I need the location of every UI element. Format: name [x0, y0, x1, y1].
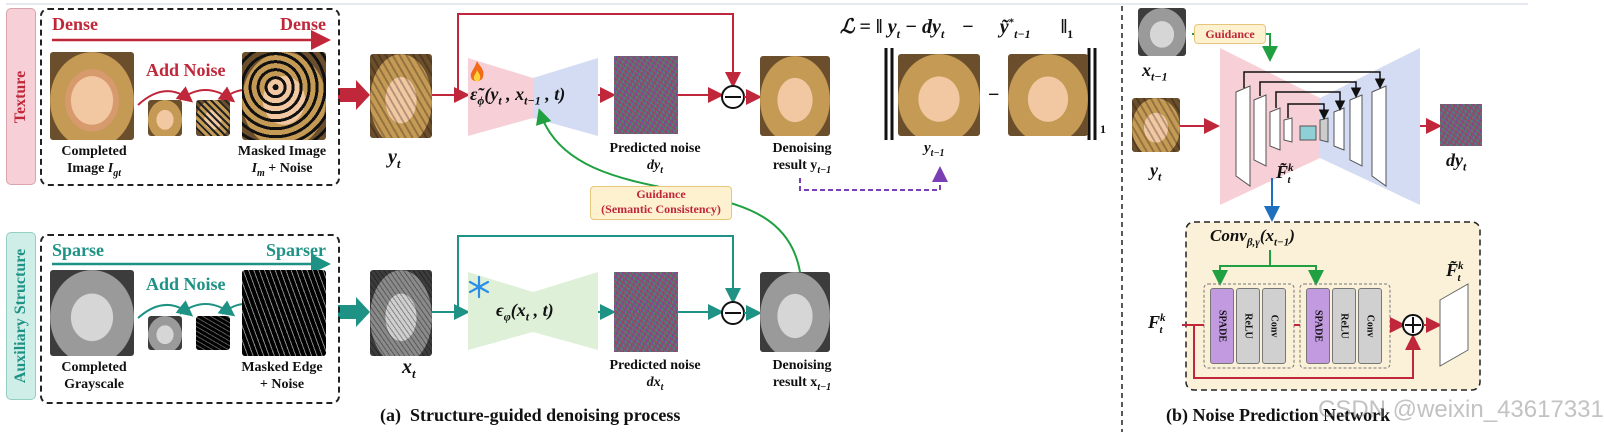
texture-predicted-noise — [614, 56, 678, 134]
structure-network-label: ϵφ(xt , t) — [496, 300, 554, 324]
completed-image-caption: Completed Image Igt — [61, 144, 127, 179]
caption-b: (b) Noise Prediction Network — [1166, 405, 1391, 425]
spade-block-2: SPADE — [1306, 288, 1330, 364]
structure-denoised-image — [760, 272, 830, 352]
relu-block-1: ReLU — [1236, 288, 1260, 364]
texture-noise-caption: Predicted noise dyt — [609, 141, 701, 176]
b-guidance-badge: Guidance — [1194, 24, 1266, 44]
texture-network-label: ε̃ϕ(yt , xt−1 , t) — [470, 84, 566, 108]
relu-block-2: ReLU — [1332, 288, 1356, 364]
b-input-top-label: xt−1 — [1142, 60, 1168, 84]
gray-thumb-2 — [196, 316, 230, 350]
texture-density-end: Dense — [280, 14, 326, 34]
structure-add-noise: Add Noise — [146, 274, 226, 294]
conv-block-1: Conv — [1262, 288, 1286, 364]
structure-state-image — [370, 270, 432, 356]
structure-density-start: Sparse — [52, 240, 105, 260]
texture-density-start: Dense — [52, 14, 98, 34]
masked-edge-caption: Masked Edge + Noise — [241, 360, 323, 392]
noise-arc-2 — [179, 86, 236, 103]
loss-left-image — [898, 54, 980, 136]
loss-left-caption: yt−1 — [924, 140, 945, 159]
texture-add-noise: Add Noise — [146, 60, 226, 80]
structure-state-label: xt — [402, 356, 416, 381]
structure-data-box — [40, 234, 340, 404]
loss-equation: ℒ = ‖ yt − dyt−ỹ*t−1‖1 — [840, 16, 1074, 41]
b-fk-label: Fkt — [1148, 312, 1166, 336]
texture-result-caption: Denoising result yt−1 — [772, 141, 832, 176]
texture-side-label: Texture — [6, 8, 36, 185]
texture-encoder — [468, 58, 533, 136]
structure-encoder — [468, 272, 533, 350]
texture-skip — [457, 13, 741, 95]
b-input-bottom-label: yt — [1150, 160, 1162, 184]
completed-image — [50, 52, 134, 140]
structure-density-end: Sparser — [266, 240, 326, 260]
watermark: CSDN @weixin_43617331 — [1318, 396, 1604, 423]
texture-data-box — [40, 8, 340, 186]
noisy-thumb-1 — [148, 100, 182, 136]
texture-input-arrow — [338, 80, 370, 110]
b-out-feature-label: F̃kt — [1446, 260, 1464, 284]
completed-grayscale — [50, 270, 134, 356]
b-input-bottom-image — [1132, 98, 1180, 152]
b-decoder-bg — [1320, 48, 1420, 205]
masked-image — [242, 52, 326, 140]
b-input-top-image — [1138, 8, 1186, 56]
structure-predicted-noise — [614, 272, 678, 352]
structure-result-caption: Denoising result xt−1 — [772, 358, 832, 393]
noisy-thumb-2 — [196, 100, 230, 136]
b-feature-label: F̃kt — [1276, 162, 1294, 186]
conv-block-2: Conv — [1358, 288, 1382, 364]
b-output-noise — [1440, 104, 1482, 146]
gray-thumb-1 — [148, 316, 182, 350]
structure-noise-caption: Predicted noise dxt — [609, 358, 701, 393]
snowflake-icon — [468, 275, 490, 299]
masked-edge — [242, 270, 326, 356]
b-output-label: dyt — [1446, 150, 1467, 174]
semantic-guidance-badge: Guidance (Semantic Consistency) — [590, 186, 732, 220]
caption-a: (a) Structure-guided denoising process — [380, 405, 681, 425]
result-to-loss — [799, 166, 948, 191]
texture-denoised-image — [760, 56, 830, 136]
texture-state-image — [370, 54, 432, 138]
loss-minus-between: − — [988, 84, 1000, 106]
noise-arc-1 — [137, 86, 194, 106]
structure-side-label: Auxiliary Structure — [6, 232, 36, 400]
masked-image-caption: Masked Image Im + Noise — [237, 144, 327, 179]
loss-right-image — [1008, 54, 1088, 136]
structure-skip — [457, 235, 741, 312]
loss-norm-sub: 1 — [1100, 122, 1106, 136]
texture-state-label: yt — [388, 146, 401, 171]
structure-decoder — [533, 272, 598, 350]
structure-input-arrow — [338, 297, 370, 327]
b-conv-label: Convβ,γ(xt−1) — [1210, 226, 1295, 249]
spade-block-1: SPADE — [1210, 288, 1234, 364]
b-output-feature — [1439, 283, 1469, 367]
fire-icon — [468, 60, 486, 84]
grayscale-caption: Completed Grayscale — [61, 360, 127, 392]
b-unet-blocks — [1235, 85, 1387, 187]
